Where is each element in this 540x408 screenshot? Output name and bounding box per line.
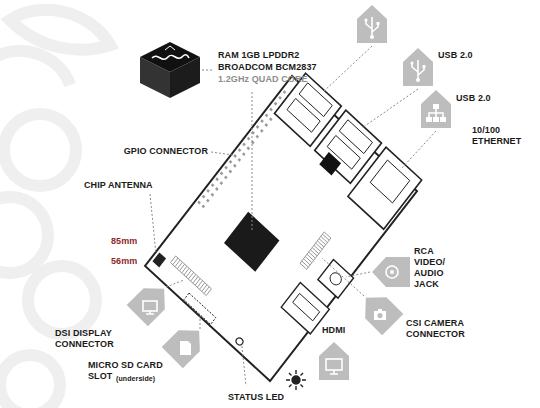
gpio-pin: [215, 187, 219, 191]
gpio-pin: [283, 90, 287, 94]
soc-chip-icon: [140, 42, 200, 98]
port-label: HDMI: [322, 325, 345, 336]
usb-arrow: [403, 48, 433, 86]
port-label: USB 2.0: [456, 93, 491, 104]
gpio-pin: [278, 96, 282, 100]
gpio-pin: [220, 172, 224, 176]
gpio-pin: [238, 158, 242, 162]
chip-antenna: [152, 252, 166, 267]
port-label: USB 2.0: [438, 50, 473, 61]
dimension-label: 56mm: [111, 256, 137, 267]
connector-hatch: [302, 261, 309, 267]
pi-board: [145, 67, 426, 383]
gpio-pin: [265, 113, 269, 117]
port-label: CSI CAMERA CONNECTOR: [406, 318, 472, 340]
csi-arrow: [355, 287, 403, 335]
csi-connector: [300, 232, 331, 269]
status-led: [235, 336, 245, 346]
connector-hatch: [204, 287, 209, 294]
note-label: (underside): [116, 373, 155, 384]
gpio-pin: [256, 125, 260, 129]
hdmi-arrow: [319, 342, 349, 380]
gpio-pin: [242, 152, 246, 156]
spec-text: BROADCOM BCM2837: [218, 62, 317, 73]
gpio-pin: [202, 204, 206, 208]
micro-sd-arrow: [162, 320, 210, 368]
status-led-icon: [286, 370, 306, 390]
gpio-pins: [197, 90, 290, 208]
rca-jack: [318, 260, 354, 299]
gpio-pin: [247, 137, 251, 141]
gpio-pin: [269, 117, 273, 121]
gpio-pin: [206, 199, 210, 203]
part-label: STATUS LED: [228, 392, 284, 403]
gpio-pin: [229, 160, 233, 164]
spec-text: 1.2GHz QUAD CORE: [218, 74, 308, 85]
port-label: DSI DISPLAY CONNECTOR: [55, 328, 125, 350]
gpio-pin: [233, 164, 237, 168]
gpio-pin: [260, 119, 264, 123]
gpio-pin: [269, 108, 273, 112]
gpio-pin: [233, 154, 237, 158]
gpio-pin: [265, 123, 269, 127]
gpio-pin: [215, 177, 219, 181]
gpio-pin: [274, 102, 278, 106]
part-label: CHIP ANTENNA: [84, 180, 153, 191]
part-label: GPIO CONNECTOR: [124, 146, 208, 157]
gpio-pin: [197, 201, 201, 205]
gpio-pin: [238, 148, 242, 152]
gpio-pin: [220, 181, 224, 185]
port-label: 10/100 ETHERNET: [472, 125, 532, 147]
spec-text: RAM 1GB LPDDR2: [218, 50, 299, 61]
gpio-pin: [202, 195, 206, 199]
dsi-connector: [171, 256, 212, 296]
gpio-pin: [260, 129, 264, 133]
dsi-arrow: [127, 278, 175, 326]
gpio-pin: [224, 166, 228, 170]
dimension-label: 85mm: [111, 236, 137, 247]
usb-arrow: [357, 5, 387, 43]
gpio-pin: [211, 193, 215, 197]
gpio-pin: [247, 146, 251, 150]
lan-chip: [319, 152, 341, 176]
gpio-pin: [211, 183, 215, 187]
leader-lines: [150, 46, 436, 386]
gpio-pin: [256, 135, 260, 139]
gpio-pin: [206, 189, 210, 193]
rca-arrow: [372, 257, 410, 287]
gpio-pin: [229, 170, 233, 174]
gpio-pin: [224, 175, 228, 179]
ethernet-arrow: [421, 90, 451, 128]
port-label: RCA VIDEO/ AUDIO JACK: [414, 246, 458, 290]
gpio-pin: [242, 142, 246, 146]
ethernet-port: [348, 147, 422, 229]
